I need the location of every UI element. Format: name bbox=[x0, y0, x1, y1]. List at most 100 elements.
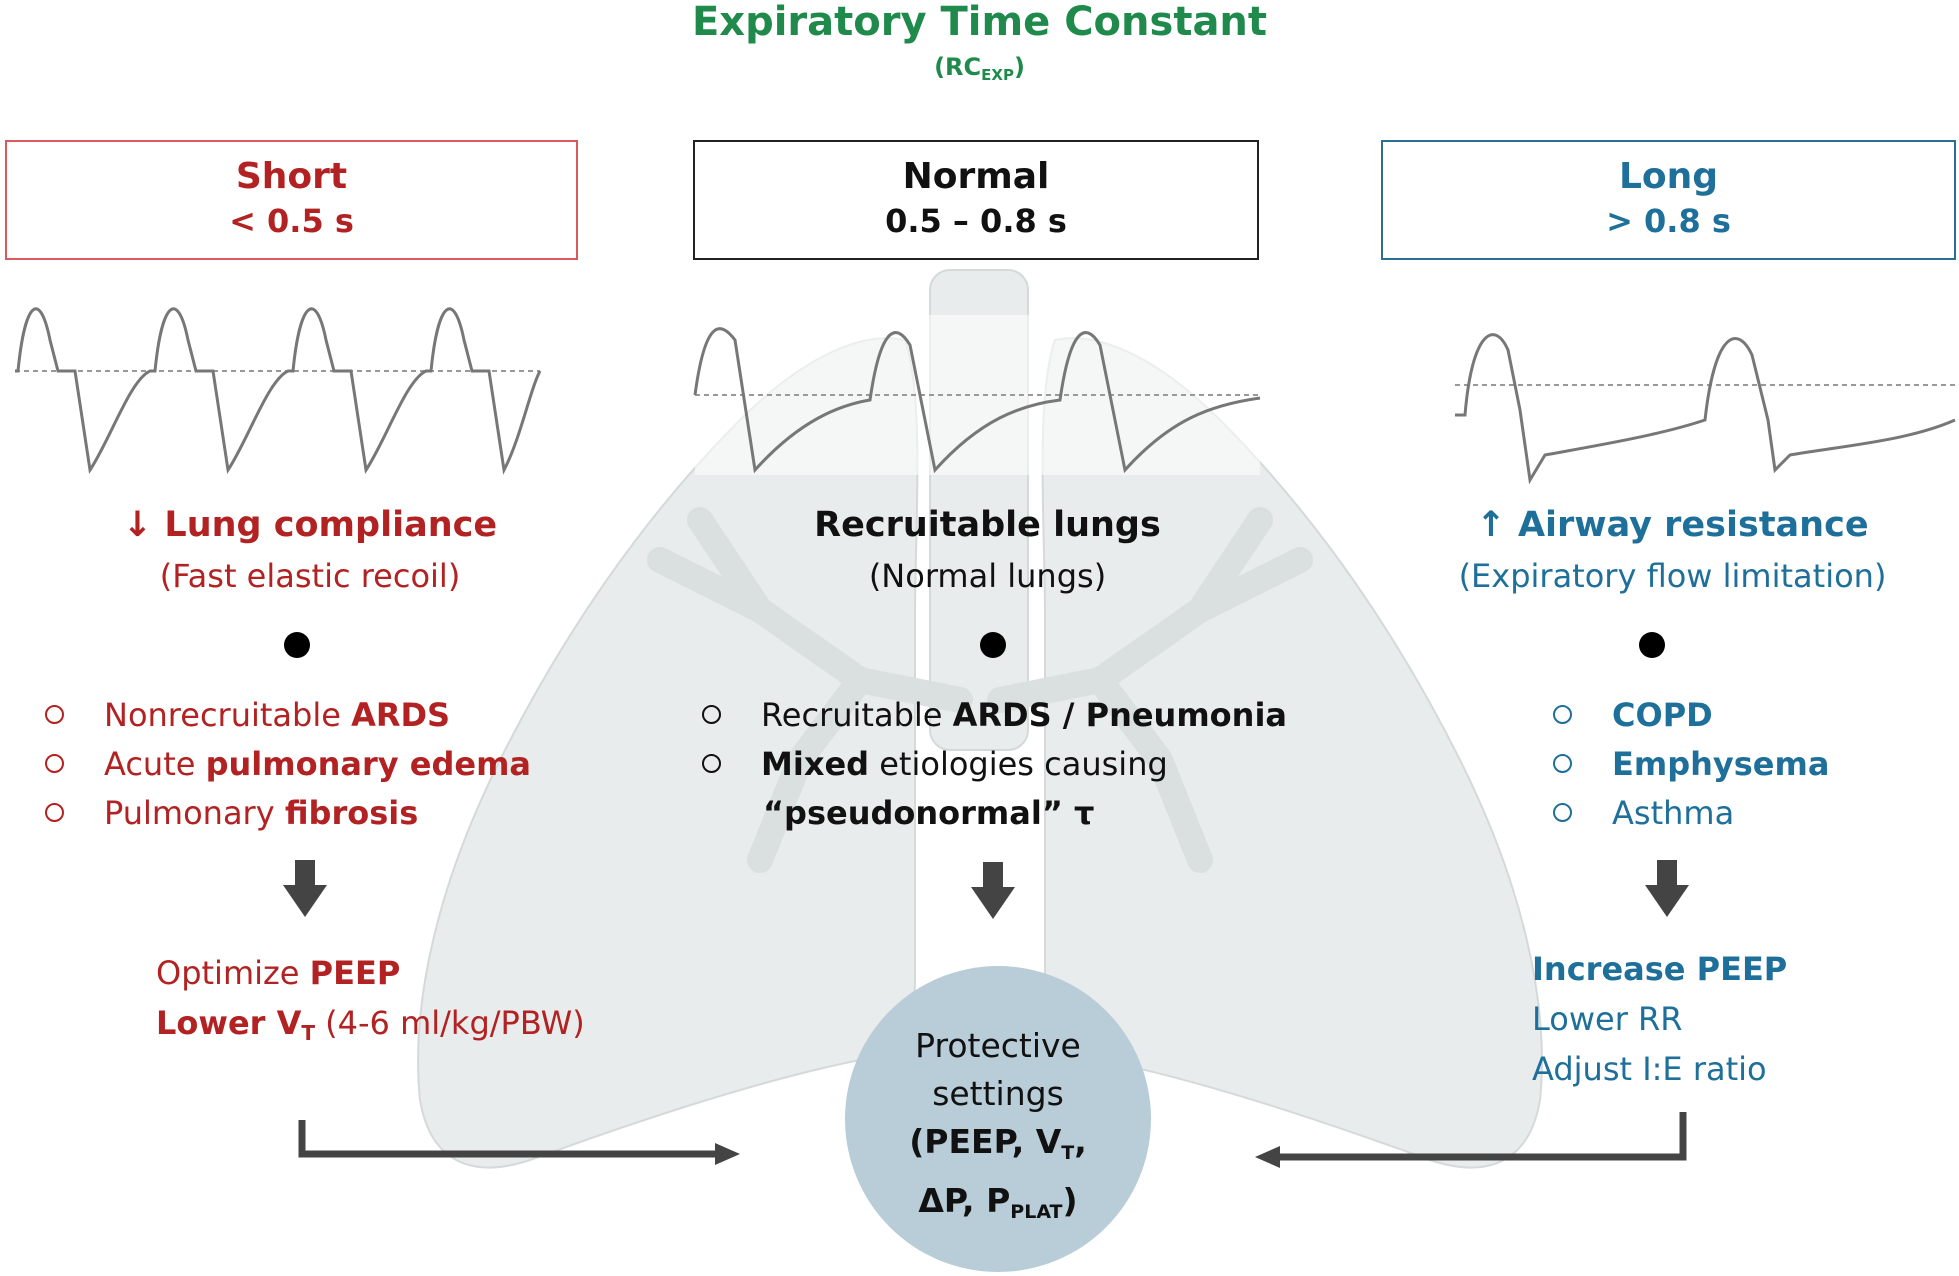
item-text: Pulmonary bbox=[104, 794, 285, 832]
left-connector-arrow bbox=[298, 1120, 720, 1158]
normal-down-arrow-icon bbox=[971, 862, 1015, 919]
normal-heading: Recruitable lungs bbox=[814, 505, 1161, 545]
right-connector-arrow bbox=[1275, 1112, 1687, 1161]
normal-bullet-dot bbox=[980, 632, 1006, 658]
circle-line4-subscript: PLAT bbox=[1010, 1201, 1063, 1223]
circle-line2: settings bbox=[932, 1074, 1064, 1113]
page-title: Expiratory Time Constant bbox=[691, 0, 1268, 45]
item-bold: Mixed bbox=[761, 745, 870, 783]
circle-line3: (PEEP, VT, bbox=[848, 1118, 1148, 1177]
page-subtitle: (RCEXP) bbox=[0, 52, 1959, 90]
ring-bullet-icon bbox=[45, 754, 64, 773]
left-arrowhead-icon bbox=[715, 1143, 740, 1165]
item-text: Nonrecruitable bbox=[104, 696, 352, 734]
ring-bullet-icon bbox=[1553, 754, 1572, 773]
short-heading-text: Lung compliance bbox=[164, 505, 498, 545]
short-subheading: (Fast elastic recoil) bbox=[159, 557, 461, 595]
down-arrows bbox=[283, 860, 1689, 919]
list-item: COPD bbox=[1553, 691, 1829, 740]
long-range: > 0.8 s bbox=[1606, 202, 1731, 240]
list-item: Pulmonary fibrosis bbox=[45, 789, 531, 838]
item-text: Acute bbox=[104, 745, 206, 783]
list-item: Emphysema bbox=[1553, 740, 1829, 789]
circle-line3-subscript: T bbox=[1061, 1142, 1075, 1164]
short-result-line2: Lower VT (4-6 ml/kg/PBW) bbox=[156, 998, 585, 1058]
list-item-continuation: “pseudonormal” τ bbox=[702, 789, 1287, 838]
circle-line3-text: (PEEP, V bbox=[909, 1122, 1062, 1161]
long-result-line3: Adjust I:E ratio bbox=[1532, 1050, 1767, 1088]
list-item: Asthma bbox=[1553, 789, 1829, 838]
normal-box: Normal 0.5 – 0.8 s bbox=[693, 140, 1259, 260]
result-subscript: T bbox=[301, 1021, 315, 1045]
result-text: Optimize bbox=[156, 954, 310, 992]
normal-list: Recruitable ARDS / Pneumonia Mixed etiol… bbox=[702, 691, 1287, 838]
long-bullet-dot bbox=[1639, 632, 1665, 658]
ring-bullet-icon bbox=[45, 705, 64, 724]
normal-label: Normal bbox=[902, 156, 1050, 197]
ring-bullet-icon bbox=[702, 705, 721, 724]
long-label: Long bbox=[1618, 156, 1719, 197]
ring-bullet-icon bbox=[1553, 705, 1572, 724]
short-heading: ↓ Lung compliance bbox=[40, 502, 580, 548]
right-arrowhead-icon bbox=[1255, 1146, 1280, 1168]
normal-range: 0.5 – 0.8 s bbox=[885, 202, 1067, 240]
long-result-line2: Lower RR bbox=[1532, 1000, 1683, 1038]
circle-line1: Protective bbox=[915, 1026, 1081, 1065]
bronchial-tree bbox=[647, 507, 1313, 873]
item-bold: COPD bbox=[1612, 696, 1713, 734]
item-bold: pulmonary edema bbox=[205, 745, 531, 783]
up-arrow-icon: ↑ bbox=[1476, 505, 1506, 545]
long-box: Long > 0.8 s bbox=[1381, 140, 1956, 260]
item-bold: ARDS bbox=[351, 696, 451, 734]
list-item: Nonrecruitable ARDS bbox=[45, 691, 531, 740]
long-heading-text: Airway resistance bbox=[1517, 505, 1869, 545]
short-bullet-dot bbox=[284, 632, 310, 658]
item-bold: “pseudonormal” τ bbox=[763, 794, 1095, 832]
subtitle-subscript: EXP bbox=[981, 66, 1014, 84]
normal-waveform bbox=[693, 327, 1261, 474]
ring-bullet-icon bbox=[45, 803, 64, 822]
ring-bullet-icon bbox=[702, 754, 721, 773]
item-bold: ARDS / Pneumonia bbox=[952, 696, 1287, 734]
list-item: Acute pulmonary edema bbox=[45, 740, 531, 789]
short-label: Short bbox=[235, 156, 348, 197]
long-result: Increase PEEP Lower RR Adjust I:E ratio bbox=[1532, 944, 1787, 1094]
left-lung bbox=[417, 337, 919, 1169]
list-item: Mixed etiologies causing bbox=[702, 740, 1287, 789]
long-result-line1: Increase PEEP bbox=[1532, 944, 1787, 994]
long-heading: ↑ Airway resistance bbox=[1390, 502, 1955, 548]
result-bold: Lower V bbox=[156, 1004, 302, 1042]
result-text: (4-6 ml/kg/PBW) bbox=[314, 1004, 585, 1042]
circle-line3-end: , bbox=[1074, 1122, 1087, 1161]
list-item: Recruitable ARDS / Pneumonia bbox=[702, 691, 1287, 740]
item-text: Recruitable bbox=[761, 696, 953, 734]
long-waveform bbox=[1455, 333, 1956, 485]
short-list: Nonrecruitable ARDS Acute pulmonary edem… bbox=[45, 691, 531, 838]
long-down-arrow-icon bbox=[1645, 860, 1689, 917]
result-bold: Increase PEEP bbox=[1532, 950, 1788, 988]
circle-line4-end: ) bbox=[1062, 1181, 1078, 1220]
short-down-arrow-icon bbox=[283, 860, 327, 917]
item-text: Asthma bbox=[1612, 794, 1735, 832]
subtitle-main: (RC bbox=[934, 53, 982, 81]
short-range: < 0.5 s bbox=[229, 202, 354, 240]
short-result-line1: Optimize PEEP bbox=[156, 948, 585, 998]
item-bold: Emphysema bbox=[1612, 745, 1830, 783]
item-text: etiologies causing bbox=[869, 745, 1168, 783]
down-arrow-icon: ↓ bbox=[122, 505, 153, 545]
short-waveform bbox=[15, 307, 542, 475]
short-box: Short < 0.5 s bbox=[5, 140, 578, 260]
connector-arrows bbox=[298, 1112, 1687, 1161]
long-subheading: (Expiratory flow limitation) bbox=[1458, 557, 1887, 595]
circle-line4: ΔP, PPLAT) bbox=[848, 1177, 1148, 1236]
item-bold: fibrosis bbox=[284, 794, 419, 832]
normal-subheading: (Normal lungs) bbox=[868, 557, 1107, 595]
circle-line4-text: ΔP, P bbox=[918, 1181, 1011, 1220]
result-bold: PEEP bbox=[309, 954, 401, 992]
subtitle-end: ) bbox=[1013, 53, 1025, 81]
ring-bullet-icon bbox=[1553, 803, 1572, 822]
protective-settings-text: Protective settings (PEEP, VT, ΔP, PPLAT… bbox=[848, 1022, 1148, 1236]
protective-settings-circle bbox=[845, 966, 1151, 1272]
short-result: Optimize PEEP Lower VT (4-6 ml/kg/PBW) bbox=[156, 948, 585, 1058]
